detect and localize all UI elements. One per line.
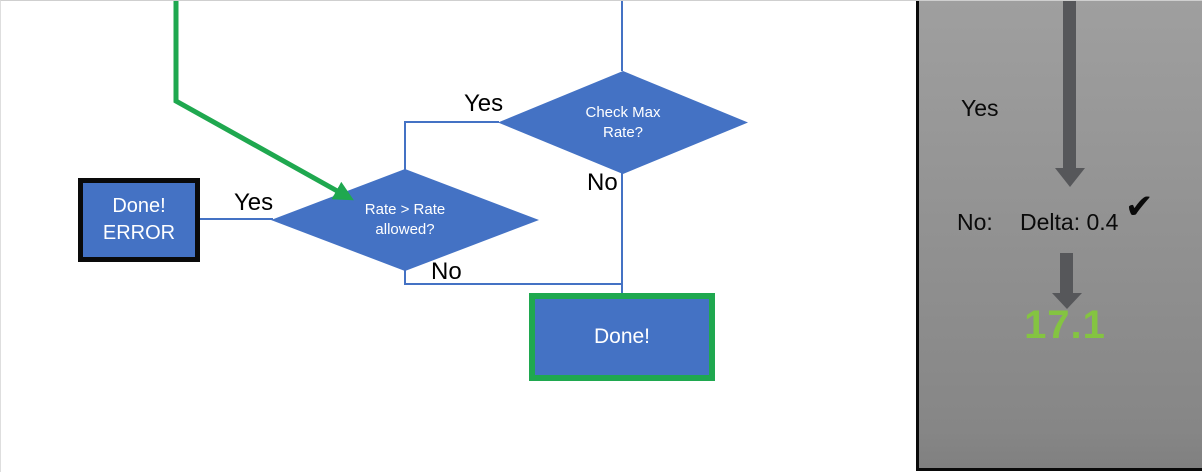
connector-check-yes-vertical	[404, 121, 406, 171]
decision-check-max-rate-label-line2: Rate?	[602, 123, 644, 141]
terminal-done: Done!	[529, 293, 715, 381]
decision-check-max-rate: Check Max Rate?	[498, 71, 748, 174]
panel-delta-value: Delta: 0.4	[1020, 209, 1119, 235]
down-arrow-small-head-icon	[1052, 293, 1082, 309]
connector-rate-no-horizontal	[404, 283, 623, 285]
decision-rate-allowed-label-line2: allowed?	[375, 221, 435, 238]
connector-top-into-check-max	[621, 1, 623, 71]
down-arrow-large-shaft	[1063, 1, 1076, 169]
panel-yes-label: Yes	[961, 95, 999, 121]
green-path-arrow-line	[173, 1, 354, 201]
label-rate-yes: Yes	[234, 189, 274, 216]
label-rate-no: No	[431, 258, 462, 285]
label-check-max-yes: Yes	[464, 90, 504, 117]
terminal-done-error: Done! ERROR	[78, 178, 200, 262]
terminal-done-error-line1: Done!	[112, 195, 166, 217]
connector-rate-no-vertical	[404, 268, 406, 285]
connector-check-yes-horizontal	[404, 121, 499, 123]
side-panel: Yes No: Delta: 0.4 ✔ 17.1	[916, 1, 1202, 471]
connector-rate-yes-to-error	[200, 218, 273, 220]
terminal-done-error-line2: ERROR	[102, 222, 176, 244]
down-arrow-small-shaft	[1060, 253, 1073, 294]
decision-rate-allowed-label-line1: Rate > Rate	[364, 201, 446, 218]
decision-check-max-rate-label-line1: Check Max	[585, 103, 661, 121]
label-check-max-no: No	[587, 169, 618, 196]
connector-check-no-vertical	[621, 172, 623, 294]
result-value: 17.1	[1024, 303, 1106, 347]
decision-rate-allowed: Rate > Rate allowed?	[271, 169, 539, 271]
panel-no-label: No:	[957, 209, 993, 235]
terminal-done-label: Done!	[593, 325, 651, 348]
down-arrow-large-head-icon	[1055, 168, 1085, 187]
checkmark-icon: ✔	[1125, 188, 1154, 226]
